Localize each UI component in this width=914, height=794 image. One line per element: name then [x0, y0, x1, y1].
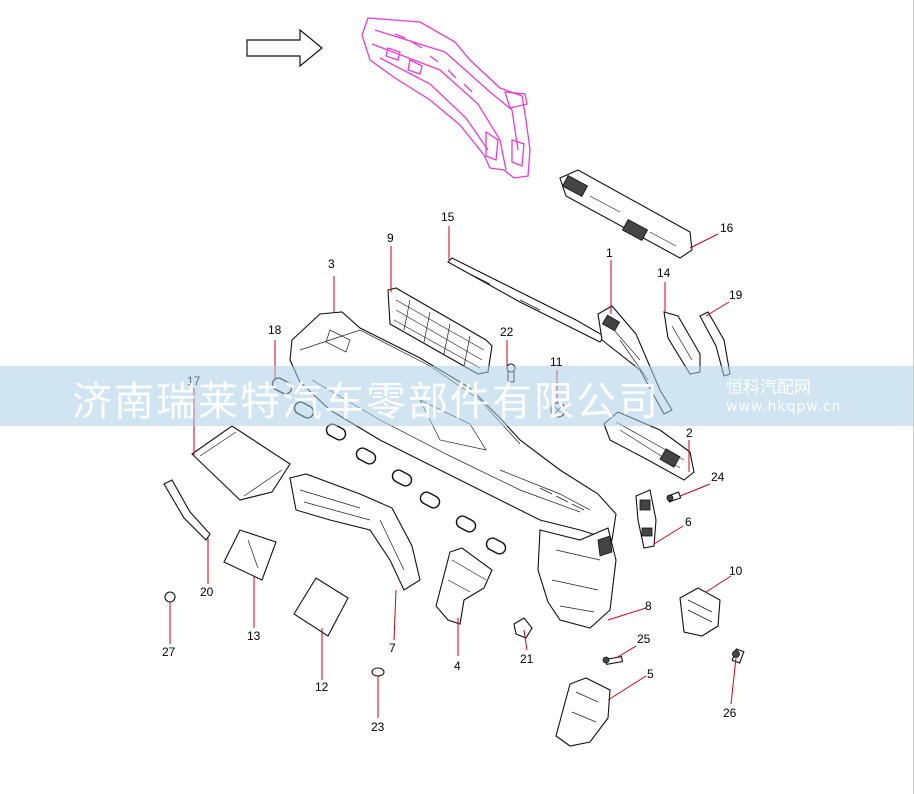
part-7-side-panel	[289, 473, 421, 591]
callout-23: 23	[371, 720, 385, 734]
watermark-site-url: www.hkqpw.cn	[726, 399, 842, 415]
direction-arrow-icon	[246, 28, 323, 68]
callout-9: 9	[387, 231, 394, 245]
callout-4: 4	[454, 659, 461, 673]
callout-26: 26	[723, 706, 737, 720]
callout-1: 1	[606, 246, 613, 260]
part-17-lid-panel	[191, 425, 291, 501]
part-13-small-cover	[223, 529, 277, 581]
callout-27: 27	[162, 645, 176, 659]
part-23-washer	[371, 667, 385, 677]
callout-8: 8	[645, 599, 652, 613]
watermark-company-text: 济南瑞莱特汽车零部件有限公司	[72, 379, 660, 425]
callout-24: 24	[711, 470, 725, 484]
callout-21: 21	[520, 652, 534, 666]
part-21-clip	[513, 617, 533, 639]
part-6-switch-block	[635, 489, 657, 549]
callout-2: 2	[686, 426, 693, 440]
part-10-bracket	[679, 587, 721, 637]
callout-19: 19	[729, 288, 743, 302]
callout-18: 18	[268, 323, 282, 337]
callout-11: 11	[550, 355, 563, 369]
callout-22: 22	[500, 325, 514, 339]
part-25-screw	[602, 656, 624, 665]
callout-20: 20	[200, 585, 214, 599]
part-20-side-strip	[163, 479, 211, 541]
part-14-side-panel	[663, 311, 701, 375]
part-12-cover-plate	[293, 577, 349, 637]
highlighted-dashboard-reference	[361, 17, 531, 179]
callout-25: 25	[637, 632, 651, 646]
part-8-lower-support	[537, 527, 617, 629]
part-24-screw	[666, 491, 682, 503]
watermark-site-name: 恒科汽配网	[726, 378, 811, 398]
watermark-band	[0, 366, 914, 426]
callout-12: 12	[315, 680, 329, 694]
part-27-nut	[164, 591, 176, 603]
callout-14: 14	[657, 266, 671, 280]
part-26-bolt	[731, 648, 745, 664]
part-15-trim-strip	[447, 257, 605, 343]
callout-5: 5	[647, 667, 654, 681]
callout-labels: 1 2 3 4 5 6 7 8 9 10 11 12 13 14 15 16 1…	[162, 210, 743, 734]
callout-3: 3	[328, 257, 335, 271]
part-16-vent-bar	[559, 169, 693, 259]
callout-15: 15	[441, 210, 455, 224]
callout-10: 10	[729, 564, 743, 578]
callout-13: 13	[247, 629, 261, 643]
callout-16: 16	[720, 221, 734, 235]
part-4-support-bracket	[435, 547, 493, 625]
callout-6: 6	[685, 515, 692, 529]
callout-7: 7	[389, 641, 396, 655]
part-9-grille-panel	[387, 287, 493, 375]
part-5-lower-bracket	[555, 677, 611, 747]
